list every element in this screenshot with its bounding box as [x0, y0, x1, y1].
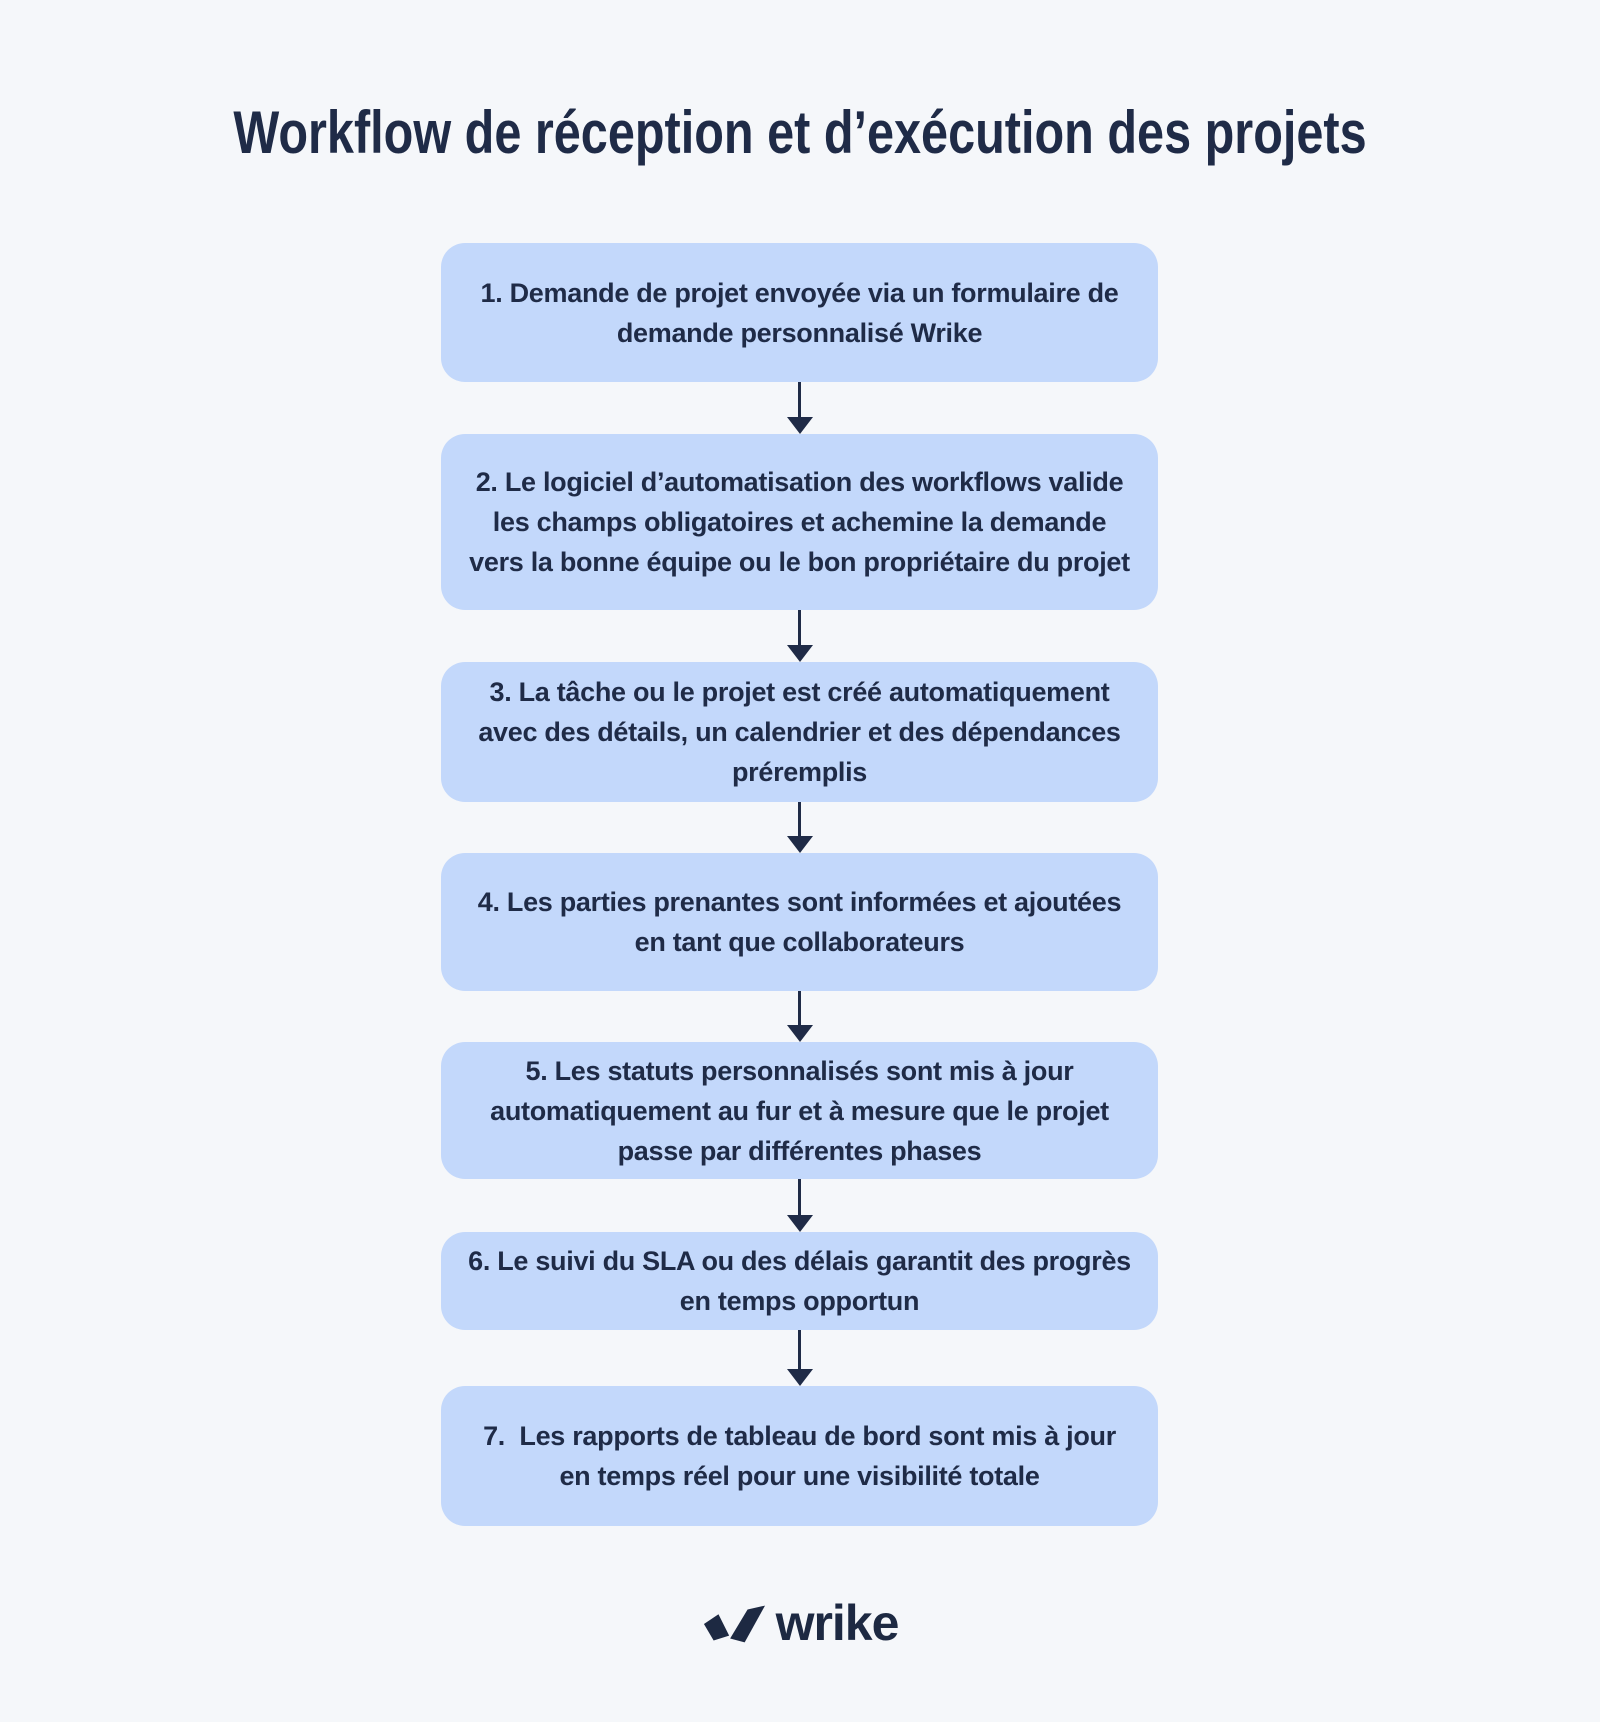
flow-step-7: 7. Les rapports de tableau de bord sont …: [441, 1386, 1158, 1526]
step-text-line: passe par différentes phases: [617, 1135, 982, 1166]
step-text-line: avec des détails, un calendrier et des d…: [478, 717, 1121, 747]
step-text-line: 7. Les rapports de tableau de bord sont …: [483, 1421, 1116, 1451]
step-text-line: 2. Le logiciel d’automatisation des work…: [475, 467, 1124, 497]
arrow-down-icon: [786, 991, 813, 1042]
wrike-wordmark: wrike: [775, 1595, 900, 1651]
arrow-head: [786, 1215, 813, 1232]
step-text-line: automatiquement au fur et à mesure que l…: [490, 1095, 1109, 1126]
arrow-shaft: [798, 802, 801, 836]
arrow-down-icon: [786, 382, 813, 434]
arrow-down-icon: [786, 1330, 813, 1386]
arrow-shaft: [798, 382, 801, 417]
flow-step-5: 5. Les statuts personnalisés sont mis à …: [441, 1042, 1158, 1179]
step-text-line: 5. Les statuts personnalisés sont mis à …: [525, 1055, 1074, 1086]
step-text-line: demande personnalisé Wrike: [616, 317, 983, 348]
arrow-down-icon: [786, 1179, 813, 1232]
step-text-line: en temps opportun: [679, 1286, 920, 1316]
arrow-shaft: [798, 1179, 801, 1215]
step-text-line: en tant que collaborateurs: [634, 927, 965, 957]
arrow-head: [786, 1369, 813, 1386]
step-text-line: en temps réel pour une visibilité totale: [559, 1461, 1040, 1491]
wrike-logo: wrike: [0, 1598, 1600, 1648]
flow-step-2: 2. Le logiciel d’automatisation des work…: [441, 434, 1158, 610]
arrow-shaft: [798, 610, 801, 645]
arrow-down-icon: [786, 610, 813, 662]
step-text-line: 1. Demande de projet envoyée via un form…: [480, 277, 1119, 308]
step-text-line: vers la bonne équipe ou le bon propriéta…: [469, 547, 1130, 577]
arrow-head: [786, 836, 813, 853]
step-text-line: les champs obligatoires et achemine la d…: [492, 507, 1107, 537]
step-text-line: 4. Les parties prenantes sont informées …: [477, 887, 1122, 917]
flow-step-3: 3. La tâche ou le projet est créé automa…: [441, 662, 1158, 802]
flow-step-1: 1. Demande de projet envoyée via un form…: [441, 243, 1158, 382]
step-text-line: préremplis: [731, 757, 868, 787]
arrow-shaft: [798, 991, 801, 1025]
arrow-head: [786, 417, 813, 434]
arrow-head: [786, 645, 813, 662]
arrow-head: [786, 1025, 813, 1042]
wrike-double-check-icon: [703, 1605, 765, 1643]
step-text-line: 3. La tâche ou le projet est créé automa…: [489, 677, 1110, 707]
step-text-line: 6. Le suivi du SLA ou des délais garanti…: [468, 1246, 1131, 1276]
flow-step-4: 4. Les parties prenantes sont informées …: [441, 853, 1158, 991]
flow-step-6: 6. Le suivi du SLA ou des délais garanti…: [441, 1232, 1158, 1330]
arrow-shaft: [798, 1330, 801, 1369]
page-title: Workflow de réception et d’exécution des…: [233, 99, 1367, 166]
arrow-down-icon: [786, 802, 813, 853]
